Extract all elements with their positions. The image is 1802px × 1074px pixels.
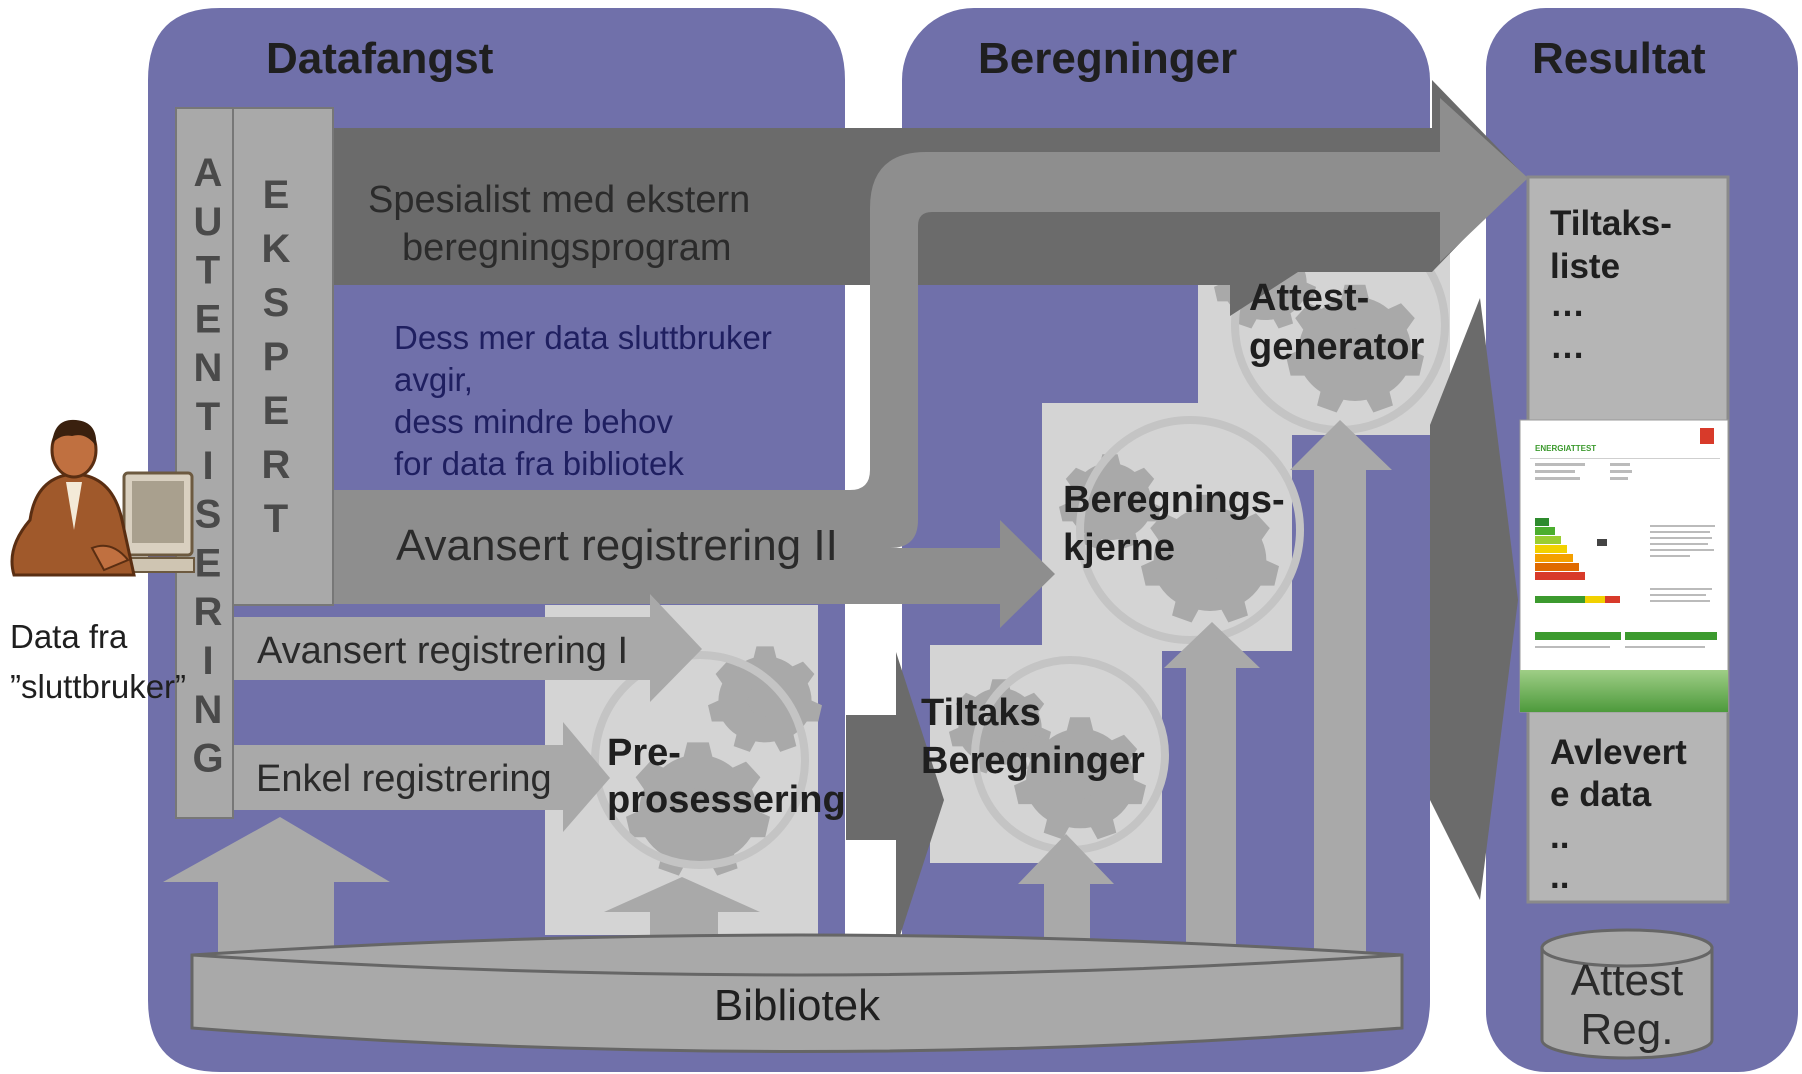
autentisering-letter: T	[196, 249, 220, 293]
autentisering-letter: G	[192, 737, 223, 781]
note-line4: for data fra bibliotek	[394, 445, 684, 482]
arrow-to-tiltaks	[846, 652, 944, 948]
user-at-computer-icon	[10, 419, 195, 577]
flow-label-spesialist-line2: beregningsprogram	[402, 227, 732, 269]
result-avlevert-line2: e data	[1550, 775, 1652, 814]
arrow-enkel	[232, 722, 610, 832]
arrow-avansert-1	[232, 594, 702, 702]
autentisering-letter: I	[202, 444, 213, 488]
result-dots-1: …	[1550, 285, 1585, 324]
autentisering-letter: S	[195, 493, 222, 537]
autentisering-letter: E	[195, 541, 222, 585]
flow-label-spesialist-line1: Spesialist med ekstern	[368, 179, 750, 221]
box-title-kjerne-line2: kjerne	[1063, 527, 1175, 569]
note-line1: Dess mer data sluttbruker	[394, 319, 772, 356]
autentisering-letter: I	[202, 639, 213, 683]
autentisering-column	[175, 107, 234, 819]
autentisering-letter: R	[194, 590, 223, 634]
ekspert-letter: S	[263, 281, 290, 325]
autentisering-letter: E	[195, 297, 222, 341]
box-title-kjerne-line1: Beregnings-	[1063, 479, 1285, 521]
arrow-to-resultat-lower	[1430, 298, 1518, 900]
arrow-up-bibliotek-kjerne	[1164, 622, 1260, 960]
user-label-line1: Data fra	[10, 618, 128, 655]
database-label-line2: Reg.	[1581, 1005, 1674, 1054]
box-title-pre-line2: prosessering	[607, 779, 846, 821]
arrow-up-bibliotek-attest	[1290, 420, 1392, 960]
result-dots-2: …	[1550, 327, 1585, 366]
arrow-up-bibliotek-tiltaks	[1018, 834, 1114, 960]
result-avlevert-line1: Avlevert	[1550, 733, 1687, 772]
result-dots-4: ..	[1550, 857, 1569, 896]
user-label-line2: ”sluttbruker”	[10, 668, 186, 705]
energy-certificate-thumbnail: ENERGIATTEST	[1519, 419, 1729, 713]
bibliotek-label: Bibliotek	[714, 981, 881, 1030]
result-tiltak-line2: liste	[1550, 247, 1620, 286]
flow-label-avansert-2: Avansert registrering II	[396, 521, 838, 570]
flow-label-enkel: Enkel registrering	[256, 758, 552, 800]
ekspert-letter: R	[262, 443, 291, 487]
box-title-attest-line2: generator	[1249, 326, 1424, 368]
flow-label-avansert-1: Avansert registrering I	[257, 630, 628, 672]
panel-title-beregninger: Beregninger	[978, 34, 1237, 83]
autentisering-letter: N	[194, 688, 223, 732]
box-title-tiltaks-line1: Tiltaks	[921, 692, 1041, 734]
arrow-up-bibliotek-pre	[604, 877, 760, 960]
gear-icon	[1059, 416, 1304, 644]
certificate-title: ENERGIATTEST	[1535, 444, 1596, 453]
autentisering-letter: T	[196, 395, 220, 439]
panel-title-datafangst: Datafangst	[266, 34, 494, 83]
ekspert-column	[232, 107, 334, 606]
database-cylinder	[1540, 928, 1714, 1060]
ekspert-letter: E	[263, 173, 290, 217]
ekspert-letter: K	[262, 227, 291, 271]
gear-icon	[591, 646, 822, 876]
ekspert-letter: T	[264, 497, 288, 541]
note-line3: dess mindre behov	[394, 403, 673, 440]
ekspert-letter: E	[263, 389, 290, 433]
arrow-up-bibliotek-ekspert	[163, 817, 390, 960]
note-line2: avgir,	[394, 361, 473, 398]
arrow-avansert-2-branch	[330, 520, 1055, 628]
box-title-attest-line1: Attest-	[1249, 277, 1369, 319]
box-title-tiltaks-line2: Beregninger	[921, 740, 1145, 782]
box-title-pre-line1: Pre-	[607, 732, 681, 774]
autentisering-letter: A	[194, 151, 223, 195]
arrow-avansert-2	[332, 98, 1528, 548]
ekspert-letter: P	[263, 335, 290, 379]
autentisering-letter: U	[194, 200, 223, 244]
result-dots-3: ..	[1550, 817, 1569, 856]
database-label-line1: Attest	[1571, 956, 1684, 1005]
autentisering-letter: N	[194, 346, 223, 390]
result-tiltak-line1: Tiltaks-	[1550, 204, 1672, 243]
panel-title-resultat: Resultat	[1532, 34, 1706, 83]
bibliotek-disk	[190, 933, 1404, 1053]
